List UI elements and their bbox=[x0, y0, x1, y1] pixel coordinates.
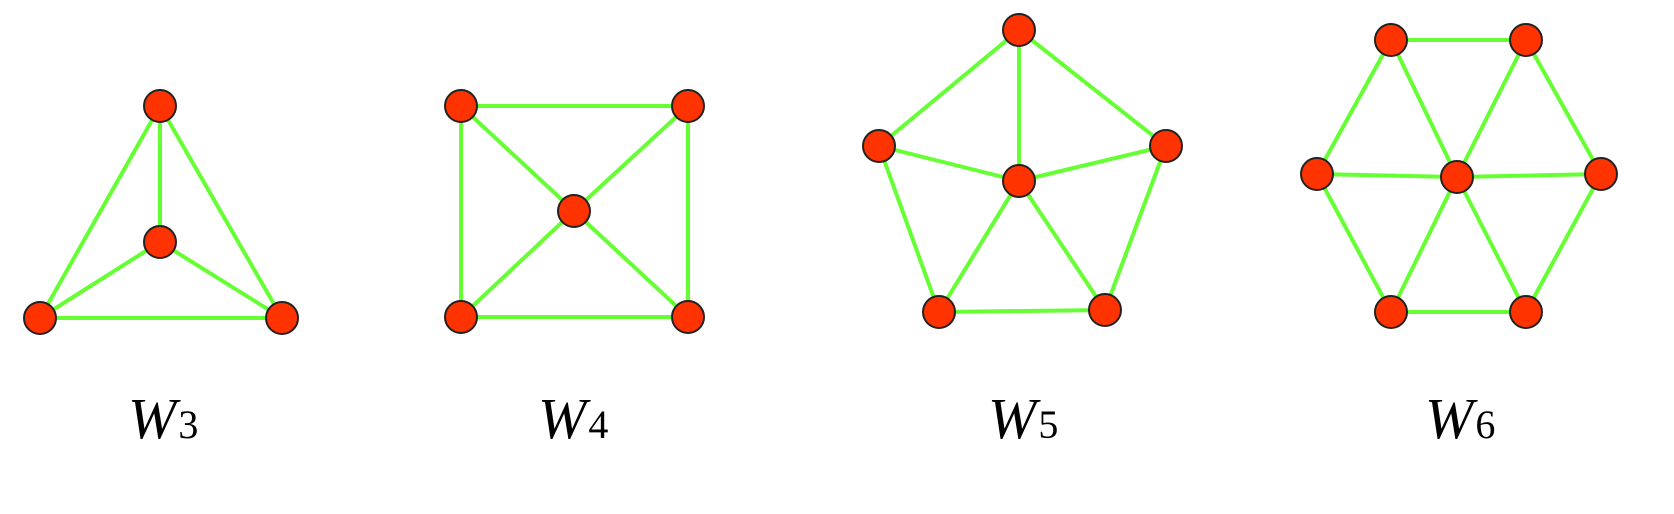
w4-label-name: W bbox=[538, 386, 591, 451]
w5-rim-vertex bbox=[862, 129, 896, 163]
wheel-graph-w6: W6 bbox=[1300, 23, 1618, 451]
w4-spoke-edge bbox=[572, 209, 690, 319]
w6-vertices bbox=[1300, 23, 1618, 329]
w3-rim-vertex bbox=[143, 89, 177, 123]
w3-label: W3 bbox=[128, 386, 198, 451]
w3-hub-vertex bbox=[143, 225, 177, 259]
w5-rim-vertex bbox=[1002, 13, 1036, 47]
w5-label: W5 bbox=[988, 386, 1058, 451]
w4-spoke-edge bbox=[459, 209, 576, 319]
w6-rim-edge bbox=[1524, 38, 1603, 176]
w5-rim-edge bbox=[937, 308, 1107, 314]
w6-spoke-edge bbox=[1455, 38, 1528, 179]
w3-label-subscript: 3 bbox=[178, 402, 198, 447]
w6-rim-edge bbox=[1315, 38, 1393, 176]
w5-spoke-edge bbox=[937, 179, 1021, 314]
w6-spoke-edge bbox=[1389, 175, 1459, 314]
w6-label-subscript: 6 bbox=[1475, 402, 1495, 447]
w6-rim-vertex bbox=[1509, 23, 1543, 57]
w6-rim-vertex bbox=[1509, 295, 1543, 329]
w5-rim-edge bbox=[1103, 144, 1168, 312]
w6-rim-vertex bbox=[1374, 295, 1408, 329]
w6-hub-vertex bbox=[1440, 160, 1474, 194]
w6-rim-edge bbox=[1315, 172, 1393, 314]
w3-rim-edge bbox=[158, 104, 284, 320]
w5-hub-vertex bbox=[1002, 164, 1036, 198]
w3-rim-edge bbox=[38, 104, 162, 320]
w4-spoke-edge bbox=[572, 104, 690, 213]
w5-vertices bbox=[862, 13, 1183, 329]
w4-spoke-edge bbox=[459, 104, 576, 213]
w5-rim-vertex bbox=[1088, 293, 1122, 327]
w5-spoke-edge bbox=[1017, 179, 1107, 312]
w6-spoke-edge bbox=[1389, 38, 1459, 179]
w4-rim-vertex bbox=[444, 89, 478, 123]
w4-rim-vertex bbox=[671, 89, 705, 123]
w5-edges bbox=[877, 28, 1168, 314]
w4-rim-vertex bbox=[671, 300, 705, 334]
w6-label-name: W bbox=[1425, 386, 1478, 451]
w3-spoke-edge bbox=[158, 240, 284, 320]
w5-rim-edge bbox=[1017, 28, 1168, 148]
w4-label: W4 bbox=[538, 386, 608, 451]
w4-vertices bbox=[444, 89, 705, 334]
w3-vertices bbox=[23, 89, 299, 335]
w6-rim-vertex bbox=[1300, 157, 1334, 191]
w3-edges bbox=[38, 104, 284, 320]
w5-label-subscript: 5 bbox=[1038, 402, 1058, 447]
w3-rim-vertex bbox=[23, 301, 57, 335]
w6-spoke-edge bbox=[1455, 172, 1603, 179]
w3-rim-vertex bbox=[265, 301, 299, 335]
w3-spoke-edge bbox=[38, 240, 162, 320]
w6-spoke-edge bbox=[1455, 175, 1528, 314]
w4-rim-vertex bbox=[444, 300, 478, 334]
w6-edges bbox=[1315, 38, 1603, 314]
w5-spoke-edge bbox=[877, 144, 1021, 183]
w6-spoke-edge bbox=[1315, 172, 1459, 179]
w5-rim-vertex bbox=[922, 295, 956, 329]
w5-rim-vertex bbox=[1149, 129, 1183, 163]
w4-edges bbox=[459, 104, 690, 319]
wheel-graph-w5: W5 bbox=[862, 13, 1183, 451]
w6-rim-vertex bbox=[1584, 157, 1618, 191]
w3-label-name: W bbox=[128, 386, 181, 451]
w5-label-name: W bbox=[988, 386, 1041, 451]
w4-label-subscript: 4 bbox=[588, 402, 608, 447]
w6-label: W6 bbox=[1425, 386, 1495, 451]
w4-hub-vertex bbox=[557, 194, 591, 228]
w5-spoke-edge bbox=[1017, 144, 1168, 183]
w5-rim-edge bbox=[877, 28, 1021, 148]
w6-rim-edge bbox=[1524, 172, 1603, 314]
wheel-graph-w3: W3 bbox=[23, 89, 299, 451]
w5-rim-edge bbox=[877, 144, 941, 314]
w6-rim-vertex bbox=[1374, 23, 1408, 57]
wheel-graph-w4: W4 bbox=[444, 89, 705, 451]
